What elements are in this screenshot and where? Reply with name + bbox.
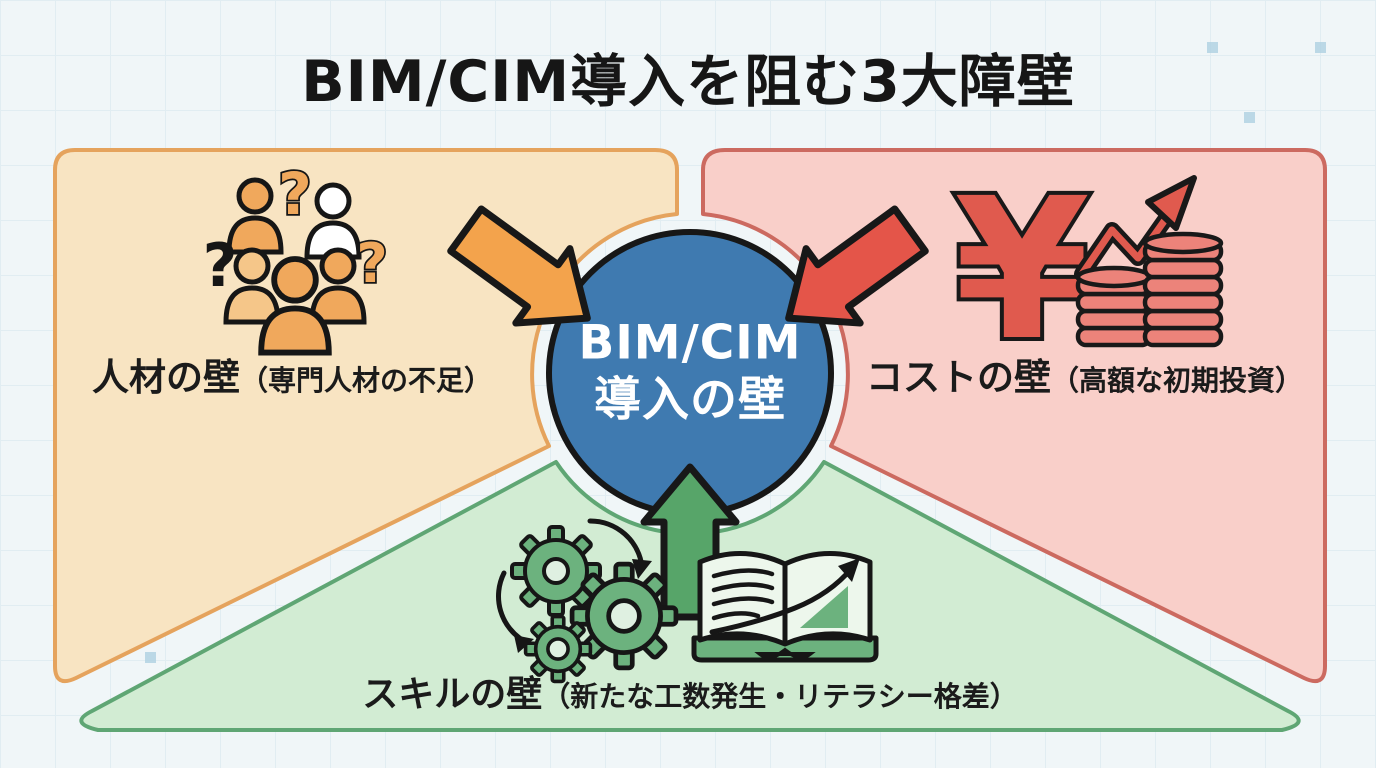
center-circle-label: BIM/CIM 導入の壁 [579, 315, 802, 430]
skill-label-main: スキルの壁 [362, 674, 543, 715]
question-mark-glyph: ? [203, 231, 238, 301]
gear [569, 561, 679, 671]
cost-label-sub: （高額な初期投資） [1051, 364, 1304, 397]
skill-label-sub: （新たな工数発生・リテラシー格差） [542, 680, 1018, 713]
grid-accent-square [1244, 112, 1255, 123]
growth-curve [709, 565, 855, 635]
growth-area [800, 586, 848, 628]
gear [523, 614, 593, 684]
cost-barrier-label: コストの壁 （高額な初期投資） [866, 347, 1303, 401]
yen-symbol: ¥ [954, 156, 1090, 383]
skill-barrier-label: スキルの壁 （新たな工数発生・リテラシー格差） [362, 665, 1017, 717]
center-line1: BIM/CIM [578, 315, 802, 371]
coin-stack [1075, 265, 1153, 348]
grid-accent-square [1207, 42, 1218, 53]
people-with-question-marks-icon: ? ? ? [203, 158, 389, 356]
question-mark-glyph: ? [356, 232, 387, 295]
open-book-icon [691, 551, 879, 663]
personnel-label-main: 人材の壁 [92, 356, 240, 399]
coin-stack [1142, 231, 1224, 348]
rotation-arrow [587, 518, 645, 570]
question-mark-glyph: ? [278, 160, 312, 228]
personnel-arrow [447, 205, 591, 327]
center-line2: 導入の壁 [594, 373, 786, 428]
cost-arrow [785, 205, 929, 327]
grid-accent-square [145, 652, 156, 663]
yen-rising-cost-icon: ¥ [950, 152, 1224, 387]
gear [510, 525, 602, 617]
grid-accent-square [1315, 42, 1326, 53]
gears-and-book-icon [496, 518, 679, 684]
personnel-label-sub: （専門人材の不足） [240, 364, 493, 397]
cost-label-main: コストの壁 [866, 356, 1051, 399]
personnel-barrier-label: 人材の壁 （専門人材の不足） [92, 347, 492, 401]
page-title: BIM/CIM導入を阻む3大障壁 [301, 49, 1075, 115]
